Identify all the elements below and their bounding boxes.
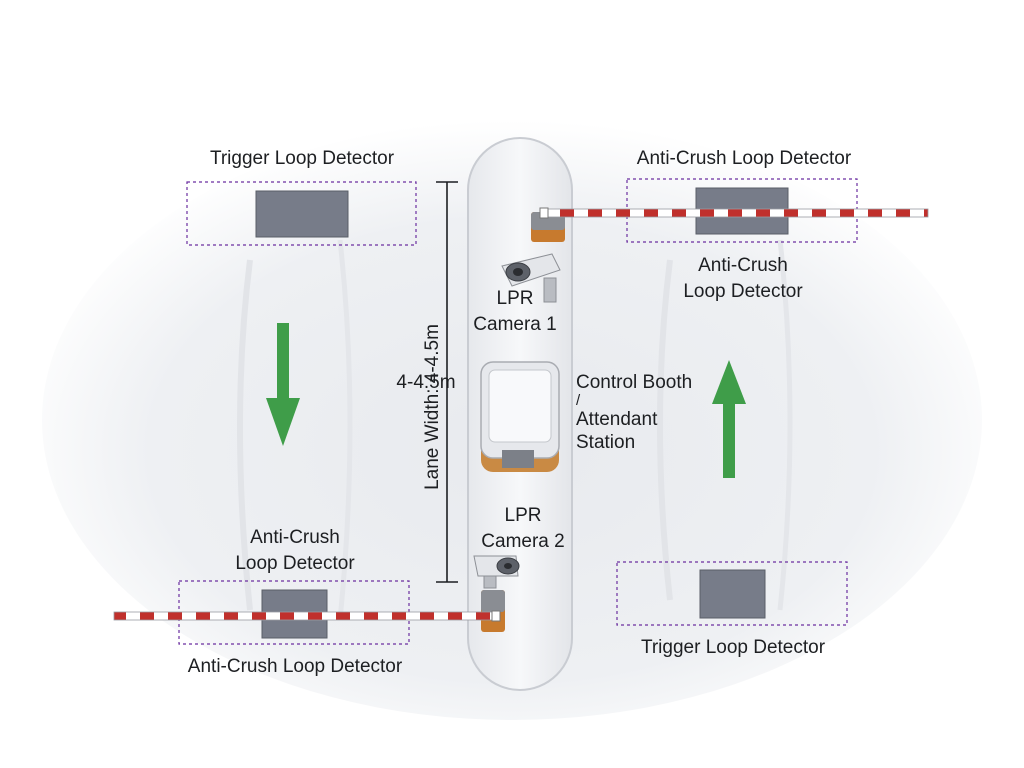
anti-crush-loop-label-bottom-left: Anti-Crush Loop Detector: [187, 656, 403, 677]
anti-crush-left-line2: Loop Detector: [235, 553, 355, 574]
lpr2-line1: LPR: [504, 505, 542, 526]
anti-crush-right-line2: Loop Detector: [683, 281, 803, 302]
lpr1-line2: Camera 1: [473, 314, 557, 335]
lpr-camera-1-label: LPR Camera 1: [460, 286, 570, 338]
barrier-arm-icon: [113, 590, 505, 632]
control-booth-label: Control Booth / Attendant Station: [576, 371, 726, 454]
lpr-camera-2-label: LPR Camera 2: [468, 503, 578, 555]
tire-track: [237, 259, 253, 611]
traffic-arrow-icon: [712, 360, 746, 478]
lpr-camera-icon: [473, 555, 520, 589]
lane-width-value-label: 4-4.5m: [396, 372, 456, 393]
tire-track: [657, 259, 673, 601]
anti-crush-loop-label-left: Anti-Crush Loop Detector: [212, 525, 378, 577]
anti-crush-loop-label-top-right: Anti-Crush Loop Detector: [636, 148, 852, 169]
anti-crush-loop-label-right: Anti-Crush Loop Detector: [660, 253, 826, 305]
lpr2-line2: Camera 2: [481, 531, 565, 552]
booth-icon: [480, 361, 560, 472]
control-booth-line4: Station: [576, 432, 636, 453]
barrier-arm-icon: [531, 207, 929, 242]
control-booth-line1: Control Booth: [576, 372, 693, 393]
trigger-loop-label-top-left: Trigger Loop Detector: [209, 148, 395, 169]
tire-track: [337, 239, 353, 621]
lpr-camera-icon: [501, 253, 561, 303]
lpr1-line1: LPR: [496, 288, 534, 309]
anti-crush-left-line1: Anti-Crush: [250, 527, 340, 548]
anti-crush-right-line1: Anti-Crush: [698, 255, 788, 276]
trigger-loop-label-bottom-right: Trigger Loop Detector: [640, 637, 826, 658]
control-booth-line2: /: [576, 392, 581, 409]
control-booth-line3: Attendant: [576, 409, 658, 430]
tire-track: [777, 239, 793, 611]
lane-width-dimension: [436, 181, 458, 583]
traffic-arrow-icon: [266, 323, 300, 446]
lane-width-rotated-label: Lane Width: 4-4.5m: [422, 324, 443, 490]
loop-detector-bottom-right: [616, 561, 848, 626]
loop-detector-top-left: [186, 181, 417, 246]
